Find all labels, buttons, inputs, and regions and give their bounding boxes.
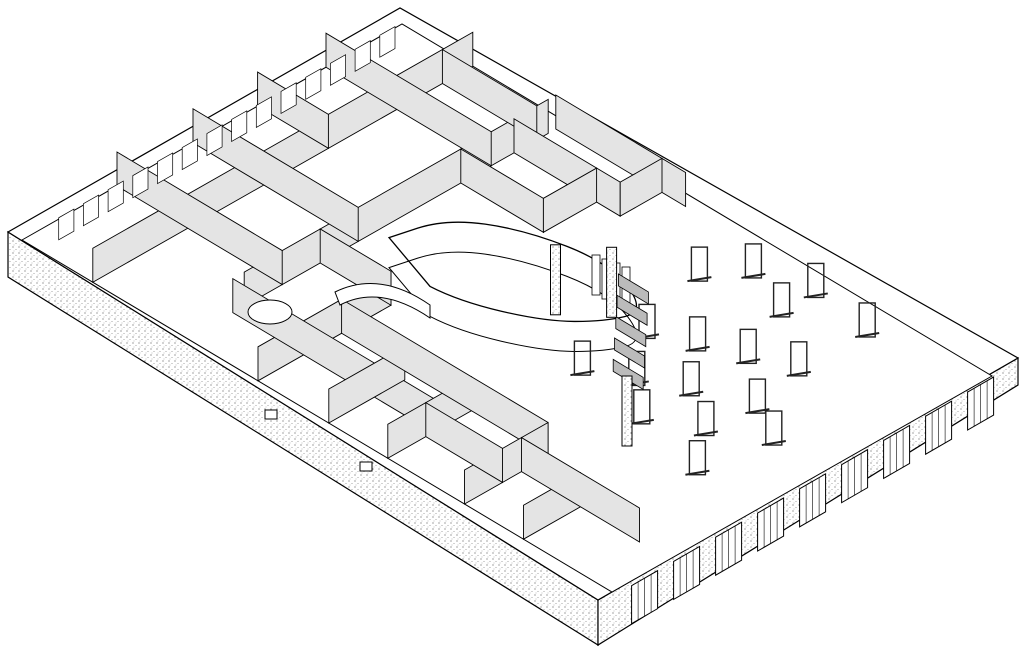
weight-rack: [614, 337, 645, 369]
machine-base: [629, 418, 654, 425]
gym-machine: [790, 341, 808, 377]
machine-base: [570, 370, 595, 377]
gym-machine: [688, 316, 707, 352]
machine-base: [761, 440, 786, 447]
locker: [206, 124, 223, 157]
machine-base: [679, 390, 704, 397]
shelf: [591, 254, 601, 296]
locker: [255, 96, 272, 129]
weight-rack: [612, 358, 644, 391]
locker: [379, 25, 396, 58]
reception-desk: [334, 283, 431, 319]
wall: [521, 436, 640, 543]
vent: [359, 461, 373, 472]
column: [621, 375, 633, 447]
wall: [257, 71, 329, 150]
wall: [542, 167, 598, 234]
weight-rack: [618, 273, 649, 305]
windows: [631, 376, 995, 625]
gym-machine: [633, 389, 651, 425]
gym-machine: [697, 400, 715, 437]
gym-machine: [573, 340, 592, 376]
machine-base: [855, 331, 880, 338]
wall: [192, 108, 359, 243]
machine-base: [685, 345, 710, 352]
machine-base: [736, 358, 761, 365]
wall: [619, 157, 663, 217]
weight-rack: [615, 315, 647, 348]
locker: [354, 40, 371, 72]
locker: [330, 54, 346, 86]
machine-base: [769, 311, 794, 318]
machine-base: [741, 272, 766, 279]
wall: [425, 401, 503, 484]
locker: [231, 110, 248, 143]
reception-area: [247, 221, 638, 352]
column: [550, 244, 561, 316]
machine-base: [687, 276, 712, 283]
spiral-stair: [247, 299, 293, 325]
machine-base: [685, 469, 710, 476]
gym-machine: [765, 410, 783, 446]
machine-base: [693, 430, 719, 437]
wall: [441, 48, 538, 141]
machine-base: [786, 370, 811, 377]
gym-machine: [682, 361, 700, 397]
locker: [181, 138, 198, 171]
locker: [157, 152, 174, 185]
locker: [280, 82, 297, 115]
locker: [305, 68, 322, 100]
gym-equipment: [550, 243, 880, 476]
column: [606, 246, 618, 318]
gym-machine: [858, 302, 876, 338]
gym-machine: [748, 378, 767, 414]
gym-machine: [690, 246, 709, 282]
locker: [58, 208, 75, 241]
wall: [325, 32, 492, 167]
gym-machine: [739, 328, 757, 365]
locker: [132, 166, 149, 199]
gym-machine: [744, 243, 763, 279]
vent: [264, 409, 278, 420]
reception-wall-base: [388, 251, 637, 352]
gym-machine: [807, 262, 825, 299]
gym-machine: [688, 440, 707, 476]
machine-base: [803, 292, 828, 299]
locker: [83, 194, 99, 227]
machine-base: [745, 408, 770, 415]
gym-machine: [638, 303, 656, 340]
gym-machine: [772, 282, 791, 318]
locker: [107, 180, 124, 213]
wall: [116, 151, 283, 286]
